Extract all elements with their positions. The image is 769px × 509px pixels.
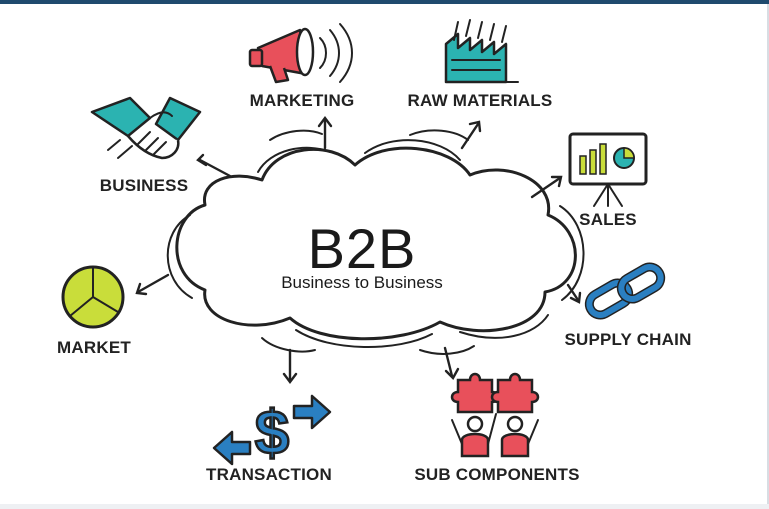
puzzle-people-icon bbox=[450, 372, 540, 458]
top-frame-bar bbox=[0, 0, 769, 4]
sales-label: SALES bbox=[579, 210, 637, 229]
marketing-label: MARKETING bbox=[250, 91, 355, 110]
chain-link-icon bbox=[584, 262, 666, 320]
center-title: B2B bbox=[308, 217, 417, 280]
connector-arrows bbox=[135, 116, 582, 384]
sub-components-label: SUB COMPONENTS bbox=[414, 465, 579, 484]
megaphone-icon bbox=[248, 23, 353, 84]
right-frame-edge bbox=[767, 4, 769, 504]
dollar-exchange-icon: $ bbox=[212, 394, 332, 469]
market-label: MARKET bbox=[57, 338, 131, 357]
transaction-label: TRANSACTION bbox=[206, 465, 332, 484]
central-cloud bbox=[166, 129, 585, 355]
pie-chart-icon bbox=[61, 265, 125, 329]
bottom-frame-strip bbox=[0, 504, 769, 509]
presentation-board-icon bbox=[568, 132, 648, 207]
raw-materials-label: RAW MATERIALS bbox=[408, 91, 553, 110]
handshake-icon bbox=[90, 96, 202, 160]
dollar-sign-glyph: $ bbox=[255, 399, 289, 468]
factory-icon bbox=[444, 19, 519, 84]
business-label: BUSINESS bbox=[100, 176, 189, 195]
center-subtitle: Business to Business bbox=[281, 273, 443, 292]
supply-chain-label: SUPPLY CHAIN bbox=[564, 330, 691, 349]
